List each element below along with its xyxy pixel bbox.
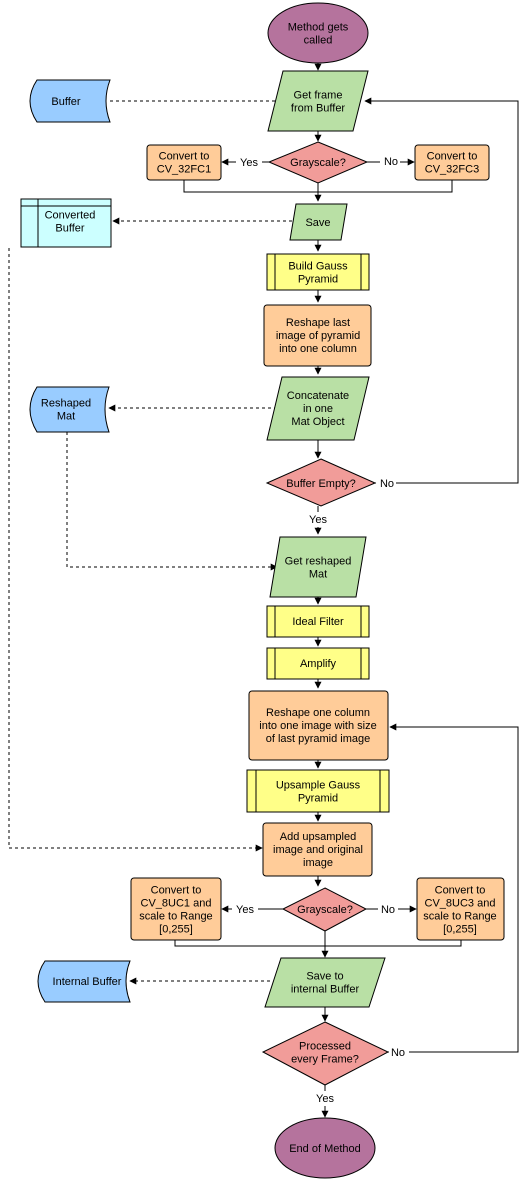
convert-8uc1-box — [130, 877, 222, 941]
save-io — [289, 203, 348, 241]
ideal-filter-subprocess — [266, 605, 370, 638]
convert-8uc1-label-line: [0,255] — [159, 924, 193, 936]
grayscale-decision-1 — [267, 141, 369, 184]
reshaped-mat-storage — [29, 386, 110, 433]
grayscale-2-label-line: Grayscale? — [297, 904, 353, 916]
build-gauss-subprocess — [266, 253, 370, 291]
save-label-line: Save — [305, 217, 330, 229]
edge-empty-no-loop — [364, 97, 519, 484]
convert-8uc3-label-line: scale to Range — [423, 911, 496, 923]
save-internal-io — [264, 957, 386, 1008]
edge-8uc1-merge — [174, 940, 325, 947]
convert-8uc3-label-line: CV_8UC3 and — [425, 898, 496, 910]
upsample-label-line: Upsample Gauss — [276, 780, 361, 792]
internal-buffer-storage — [37, 960, 131, 1003]
upsample-label-line: Pyramid — [298, 793, 338, 805]
processed-label-line: Processed — [299, 1041, 351, 1053]
convert-8uc3-label-line: [0,255] — [443, 924, 477, 936]
get-frame-label-line: from Buffer — [291, 103, 346, 115]
start-label-line: called — [304, 35, 333, 47]
reshape-last-label-line: image of pyramid — [276, 330, 360, 342]
label-processed-yes: Yes — [316, 1093, 334, 1105]
label-gs1-no: No — [384, 156, 398, 168]
processed-label-line: every Frame? — [291, 1054, 359, 1066]
buffer-empty-label-line: Buffer Empty? — [286, 478, 356, 490]
convert-8uc1-label-line: CV_8UC1 and — [141, 898, 212, 910]
buffer-empty-decision — [265, 458, 377, 507]
reshape-column-label-line: into one image with size — [259, 720, 376, 732]
label-gs2-no: No — [381, 904, 395, 916]
save-internal-label-line: Save to — [306, 971, 343, 983]
add-upsampled-box — [262, 822, 373, 877]
grayscale-decision-2 — [281, 887, 368, 932]
buffer-storage — [29, 79, 111, 123]
get-reshaped-label-line: Get reshaped — [285, 556, 352, 568]
label-processed-no: No — [391, 1047, 405, 1059]
reshaped-mat-label-line: Mat — [57, 411, 75, 423]
reshape-column-box — [248, 690, 389, 761]
convert-32fc1-label-line: CV_32FC1 — [157, 164, 211, 176]
save-internal-label-line: internal Buffer — [291, 984, 360, 996]
converted-buffer-storage — [20, 198, 112, 248]
concatenate-label-line: Mat Object — [291, 416, 344, 428]
convert-32fc3-box — [414, 144, 490, 181]
add-upsampled-label-line: image — [303, 857, 333, 869]
upsample-subprocess — [246, 769, 390, 813]
edge-32fc3-merge — [318, 180, 453, 193]
convert-8uc1-label-line: scale to Range — [139, 911, 212, 923]
start-label-line: Method gets — [288, 22, 349, 34]
processed-decision — [261, 1021, 390, 1086]
reshape-column-label-line: Reshape one column — [266, 707, 370, 719]
reshaped-mat-label-line: Reshaped — [41, 398, 91, 410]
reshape-last-label-line: Reshape last — [286, 317, 350, 329]
reshape-column-label-line: of last pyramid image — [266, 733, 371, 745]
edge-reshapedmat-getreshaped — [66, 432, 278, 571]
converted-buffer-label-line: Buffer — [55, 223, 84, 235]
add-upsampled-label-line: Add upsampled — [280, 831, 356, 843]
build-gauss-label-line: Build Gauss — [288, 261, 348, 273]
edge-processed-no-loop — [388, 723, 519, 1053]
get-frame-label-line: Get frame — [294, 90, 343, 102]
label-gs2-yes: Yes — [236, 904, 254, 916]
convert-32fc1-box — [146, 144, 222, 181]
build-gauss-label-line: Pyramid — [298, 274, 338, 286]
get-frame-io — [267, 70, 369, 132]
reshape-last-box — [263, 304, 372, 367]
edge-labels: Yes No No Yes Yes No No Yes — [232, 154, 409, 1106]
convert-8uc3-box — [416, 877, 505, 941]
label-gs1-yes: Yes — [240, 157, 258, 169]
get-reshaped-label-line: Mat — [309, 569, 327, 581]
start-terminal — [267, 2, 369, 64]
label-empty-no: No — [380, 478, 394, 490]
internal-buffer-label-line: Internal Buffer — [53, 976, 122, 988]
concatenate-label-line: Concatenate — [287, 390, 349, 402]
convert-8uc1-label-line: Convert to — [151, 885, 202, 897]
convert-32fc3-label-line: CV_32FC3 — [425, 164, 479, 176]
convert-32fc3-label-line: Convert to — [427, 151, 478, 163]
end-label-line: End of Method — [289, 1143, 361, 1155]
edge-32fc1-merge — [183, 180, 318, 193]
amplify-label-line: Amplify — [300, 658, 337, 670]
ideal-filter-label-line: Ideal Filter — [292, 616, 344, 628]
edge-8uc3-merge — [325, 940, 462, 947]
get-reshaped-io — [269, 536, 367, 598]
end-terminal — [274, 1117, 376, 1179]
edge-convertedbuffer-add — [8, 248, 263, 852]
amplify-subprocess — [266, 647, 370, 680]
reshape-last-label-line: into one column — [279, 343, 357, 355]
buffer-label-line: Buffer — [51, 96, 80, 108]
convert-32fc1-label-line: Convert to — [159, 151, 210, 163]
concatenate-io — [266, 376, 370, 441]
label-empty-yes: Yes — [309, 514, 327, 526]
converted-buffer-label-line: Converted — [45, 210, 96, 222]
grayscale-1-label-line: Grayscale? — [290, 157, 346, 169]
concatenate-label-line: in one — [303, 403, 333, 415]
add-upsampled-label-line: image and original — [273, 844, 363, 856]
convert-8uc3-label-line: Convert to — [435, 885, 486, 897]
